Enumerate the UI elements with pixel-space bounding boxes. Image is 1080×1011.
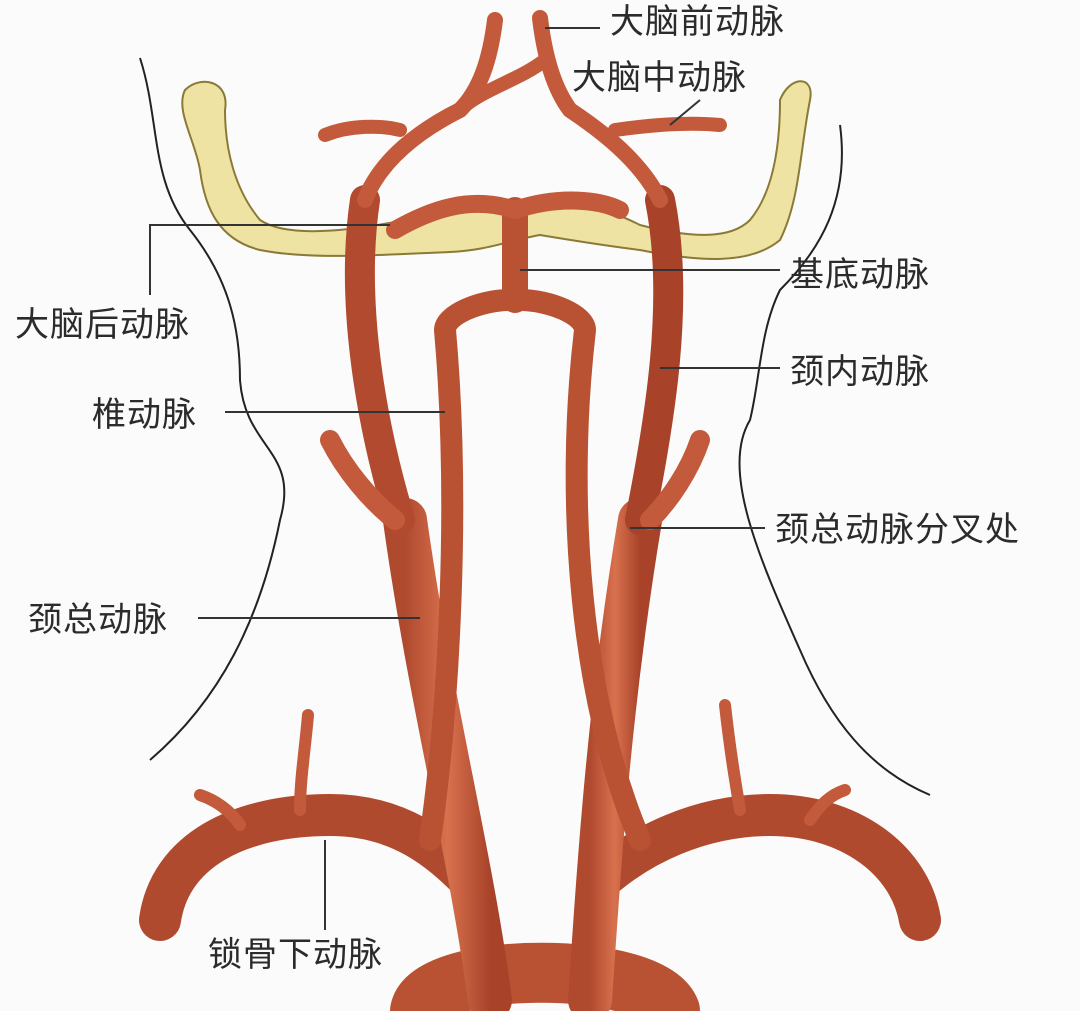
- label-carotid-bifurcation: 颈总动脉分叉处: [775, 510, 1020, 550]
- label-subclavian-artery: 锁骨下动脉: [208, 935, 383, 975]
- leader-lines: [149, 27, 780, 930]
- subclavian-branch-right-1: [719, 699, 746, 816]
- label-vertebral-artery: 椎动脉: [92, 395, 197, 435]
- neck-outline-right: [738, 124, 931, 796]
- posterior-cerebral-left: [386, 194, 524, 239]
- middle-cerebral-left: [318, 119, 407, 142]
- skull-base-bone: [181, 80, 812, 260]
- label-internal-carotid-artery: 颈内动脉: [790, 352, 930, 392]
- aortic-arch: [390, 942, 700, 1011]
- label-anterior-cerebral-artery: 大脑前动脉: [610, 2, 785, 42]
- vertebral-artery-left: [419, 289, 521, 851]
- subclavian-branch-left-2: [194, 789, 246, 831]
- vertebral-artery-right: [509, 289, 651, 851]
- circle-of-willis-left: [357, 12, 503, 208]
- neck-outline-left: [139, 57, 286, 761]
- leader-middle-cerebral: [669, 99, 701, 126]
- label-posterior-cerebral-artery: 大脑后动脉: [15, 305, 190, 345]
- posterior-cerebral-right: [506, 191, 629, 219]
- circle-of-willis-right: [532, 10, 668, 208]
- internal-carotid-right: [625, 185, 684, 535]
- subclavian-branch-left-1: [294, 709, 314, 816]
- leader-posterior-cerebral: [149, 224, 390, 295]
- external-carotid-left: [320, 430, 405, 530]
- label-middle-cerebral-artery: 大脑中动脉: [572, 58, 747, 98]
- label-basilar-artery: 基底动脉: [790, 255, 930, 295]
- subclavian-branch-right-2: [804, 784, 851, 826]
- label-common-carotid-artery: 颈总动脉: [28, 600, 168, 640]
- internal-carotid-left: [344, 185, 415, 535]
- anterior-communicating: [453, 53, 552, 117]
- external-carotid-right: [640, 430, 710, 530]
- middle-cerebral-right: [608, 116, 727, 137]
